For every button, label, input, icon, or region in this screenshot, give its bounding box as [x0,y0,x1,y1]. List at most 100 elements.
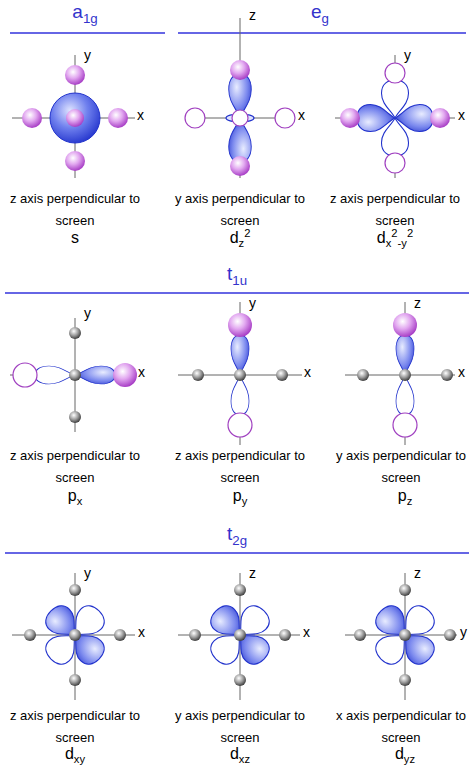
axis-label: z [414,296,421,310]
ligand-sphere [340,63,450,173]
text-part: z [239,237,245,249]
ligand-sphere [230,156,250,176]
ligand-sphere [228,313,252,337]
axis-label: y [249,296,256,310]
axis-label: y [404,48,411,62]
ligand-atom [24,629,36,641]
ligand-sphere [185,60,295,176]
ligand-atom [69,629,81,641]
text-part: y [242,495,248,507]
heading-rule [178,32,466,34]
ligand-sphere [393,313,417,437]
orbital-name: dz2 [230,230,251,246]
t2g-orbital [230,601,274,645]
ligand-atom [234,369,246,381]
text-part: t [227,263,232,284]
t2g-orbital [371,625,415,669]
heading-rule [5,552,469,554]
ligand-atom [357,369,369,381]
t2g-orbital [65,601,109,645]
ligand-atom [69,584,81,596]
pz-orbital [396,335,414,415]
t2g-orbital [395,601,439,645]
s-orbital [65,151,85,171]
text-part: 2 [407,227,413,239]
ligand-atom [114,629,126,641]
ligand-atom [192,369,204,381]
axis-label: z [414,566,421,580]
text-part: 2 [391,227,397,239]
text-part: x [386,237,392,249]
dx2y2-orbital [382,80,409,118]
s-orbital [108,108,128,128]
text-part: g [322,11,329,26]
axis-note: y axis perpendicular to screen [331,445,471,489]
text-part: -y [398,237,407,249]
s-orbital [22,65,128,171]
text-part: a [72,1,83,22]
symmetry-label: a1g [72,2,97,21]
axis-label: y [84,306,91,320]
ligand-sphere [340,108,360,128]
ligand-atom [69,369,81,381]
symmetry-label: t1u [227,264,247,283]
axis-line [10,18,457,700]
text-part: xy [74,753,85,765]
axis-note: z axis perpendicular to screen [5,445,145,489]
t2g-orbital [206,625,250,669]
heading-rule [5,292,469,294]
axis-label: x [303,625,310,639]
ligand-atom [234,584,246,596]
ligand-sphere [230,60,250,80]
text-part: yz [404,753,415,765]
ligand-atom [399,674,411,686]
ligand-atom [24,584,456,686]
text-part: e [311,1,322,22]
orbital-name: py [233,488,248,504]
text-part: p [398,487,407,504]
axis-note: z axis perpendicular to screen [5,705,145,749]
px-orbital [35,366,115,384]
ligand-sphere [228,413,252,437]
axis-label: x [458,365,465,379]
text-part: p [233,487,242,504]
s-orbital [65,65,85,85]
text-part: 2 [244,227,250,239]
symmetry-label: t2g [227,524,247,543]
axis-label: y [84,48,91,62]
axis-label: x [298,108,305,122]
heading-rule [10,32,165,34]
text-part: d [230,745,239,762]
ligand-atom [444,629,456,641]
orbital-name: dxz [230,746,250,762]
ligand-atom [69,674,81,686]
axis-label: x [137,108,144,122]
ligand-atom [189,629,201,641]
s-orbital [50,93,100,143]
ligand-atom [234,629,246,641]
text-part: xz [239,753,250,765]
ligand-atom [399,629,411,641]
axis-label: x [138,625,145,639]
text-part: d [230,229,239,246]
text-part: z [407,495,413,507]
axis-label: x [458,108,465,122]
ligand-sphere [228,313,252,437]
ligand-atom [276,369,288,381]
ligand-sphere [113,363,137,387]
orbital-name: dx2-y2 [377,230,413,246]
text-part: x [77,495,83,507]
dx2y2-orbital [382,118,409,156]
ligand-atom [69,327,453,423]
dx2y2-orbital [357,80,433,156]
axis-note: y axis perpendicular to screen [170,188,310,232]
axis-label: x [138,365,145,379]
ligand-sphere [13,363,137,387]
text-part: 1u [232,273,247,288]
ligand-atom [399,369,411,381]
text-part: p [68,487,77,504]
orbital-name: px [68,488,83,504]
axis-label: z [249,8,256,22]
ligand-sphere [385,63,405,83]
text-part: 1g [83,11,98,26]
